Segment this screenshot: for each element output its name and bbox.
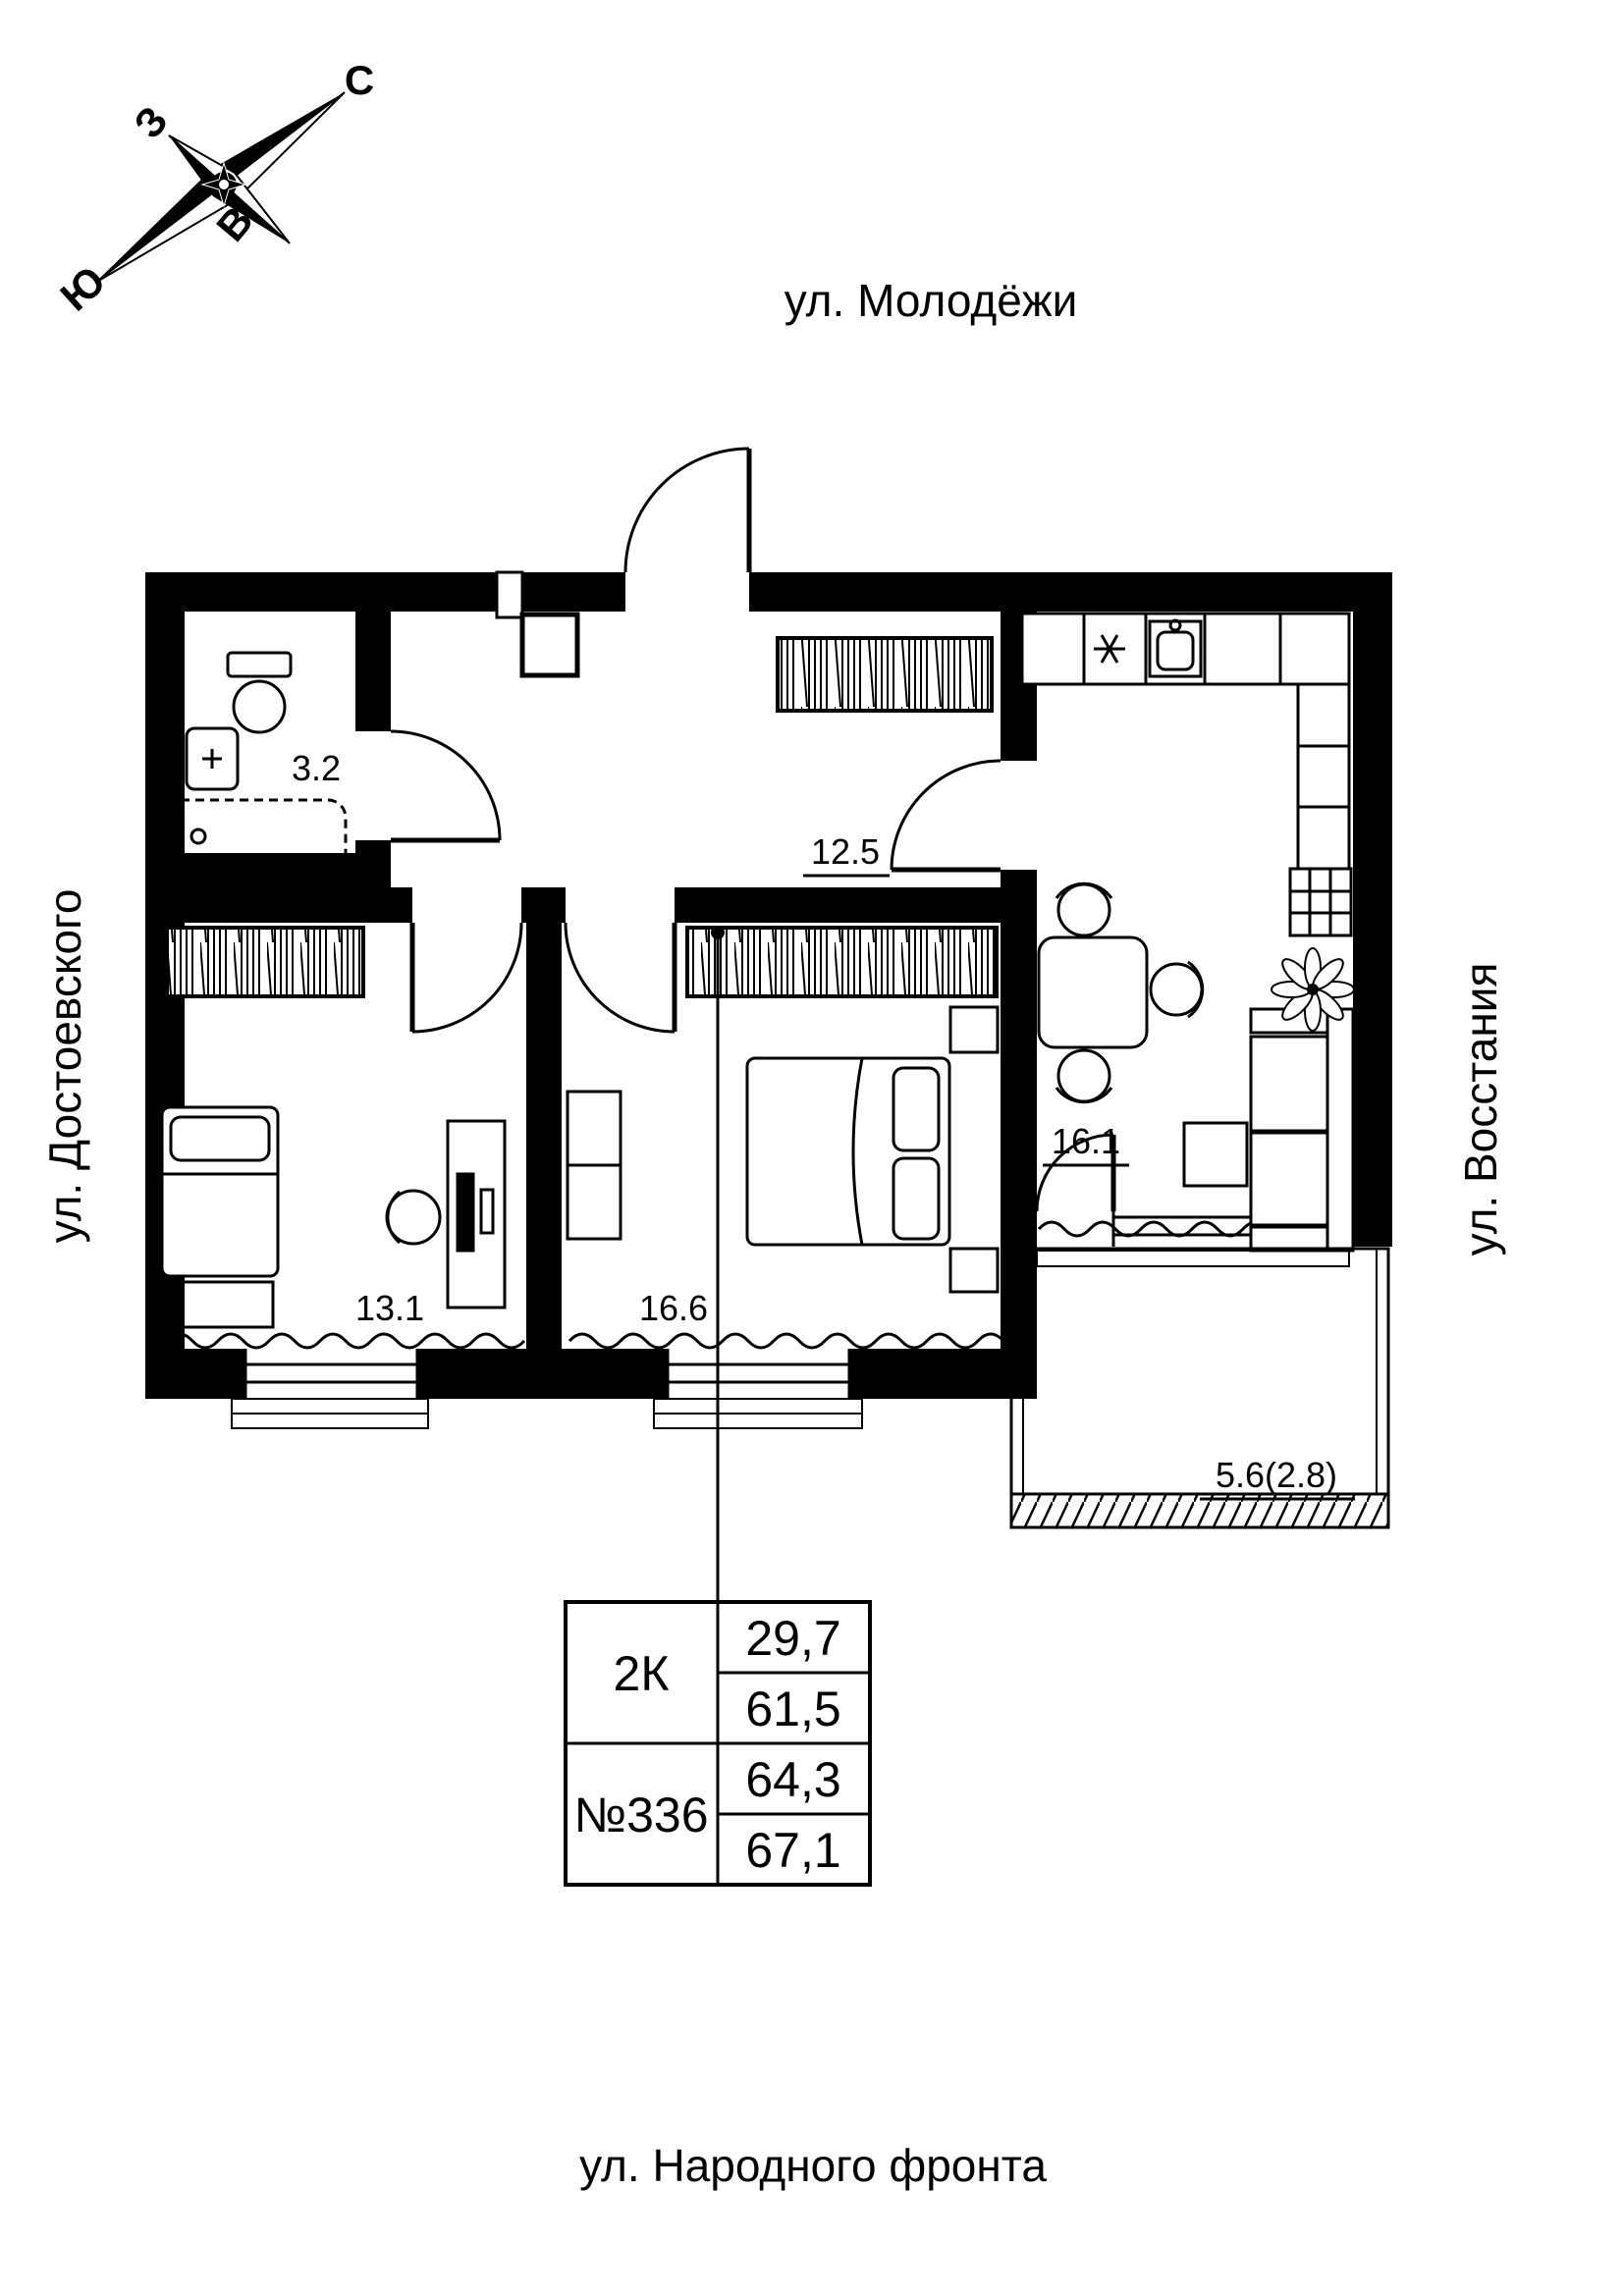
bedroom2-door-arc xyxy=(564,922,677,1034)
street-label-bottom: ул. Народного фронта xyxy=(579,2140,1047,2191)
balcony-railing xyxy=(1009,1247,1390,1529)
room-label-bathroom: 3.2 xyxy=(292,748,341,788)
stove xyxy=(1288,867,1353,937)
kitchen-door-arc xyxy=(890,759,1001,873)
chair xyxy=(1056,1048,1111,1103)
chair xyxy=(1056,882,1111,937)
bedroom2-window xyxy=(653,1349,863,1429)
bathroom-sink xyxy=(185,726,240,791)
balcony-door-arc xyxy=(1035,1133,1116,1212)
room-label-bedroom1: 13.1 xyxy=(355,1288,424,1328)
apartment-number-label: №336 xyxy=(573,1788,708,1842)
bedroom1-window xyxy=(231,1349,429,1429)
room-label-balcony: 5.6(2.8) xyxy=(1216,1455,1337,1495)
apartment-type-label: 2К xyxy=(614,1646,670,1701)
entrance-door-arc xyxy=(623,447,752,573)
compass-label-north: С xyxy=(345,57,374,103)
bench xyxy=(167,1280,275,1329)
radiator-bedroom1 xyxy=(165,1332,526,1350)
bedroom2-wardrobe xyxy=(685,926,999,998)
dining-table-set xyxy=(1037,881,1205,1104)
pillow xyxy=(892,1066,941,1152)
info-table: 2К №336 29,7 61,5 64,3 67,1 xyxy=(564,1600,872,1887)
leader-dot xyxy=(711,926,725,939)
area-value-no-balcony: 61,5 xyxy=(745,1682,840,1736)
sofa xyxy=(1249,1007,1355,1253)
nightstand xyxy=(948,1247,1000,1294)
pillow xyxy=(892,1156,941,1241)
street-label-top: ул. Молодёжи xyxy=(784,275,1078,326)
bedroom1-bed xyxy=(160,1105,280,1329)
toilet xyxy=(226,651,293,734)
vent-shaft xyxy=(495,570,524,619)
compass-hub-center xyxy=(219,180,229,189)
bathroom-door-arc xyxy=(390,729,502,843)
plant-icon xyxy=(1271,947,1355,1032)
chair xyxy=(1149,962,1204,1017)
pillow xyxy=(169,1115,271,1162)
street-label-right: ул. Восстания xyxy=(1455,963,1506,1256)
monitor xyxy=(456,1172,475,1253)
office-chair xyxy=(385,1189,442,1246)
street-label-left: ул. Достоевского xyxy=(39,889,90,1244)
kitchen-counter xyxy=(1020,612,1353,937)
vent-asterisk-icon xyxy=(1094,634,1125,664)
room-label-bedroom2: 16.6 xyxy=(639,1288,708,1328)
dining-table xyxy=(1037,935,1149,1049)
coffee-table xyxy=(1182,1121,1249,1188)
area-value-reduced: 64,3 xyxy=(745,1752,840,1807)
room-label-kitchen-living: 16.1 xyxy=(1052,1121,1120,1161)
doors xyxy=(390,447,1116,1212)
bedroom1-door-arc xyxy=(409,922,523,1034)
bathtub xyxy=(161,798,348,875)
bedroom2-bed xyxy=(745,1056,951,1247)
bedroom1-desk xyxy=(446,1119,507,1309)
radiator-bedroom2 xyxy=(568,1332,1005,1350)
hallway-wardrobe xyxy=(776,636,994,713)
room-label-hallway: 12.5 xyxy=(811,831,880,872)
kitchen-sink xyxy=(1148,618,1203,678)
bedroom1-wardrobe xyxy=(165,926,365,998)
nightstand xyxy=(948,1005,1000,1054)
bedroom2-cabinet xyxy=(566,1090,622,1241)
duct-box xyxy=(519,612,580,678)
area-value-total: 67,1 xyxy=(745,1823,840,1878)
area-value-living: 29,7 xyxy=(745,1611,840,1666)
